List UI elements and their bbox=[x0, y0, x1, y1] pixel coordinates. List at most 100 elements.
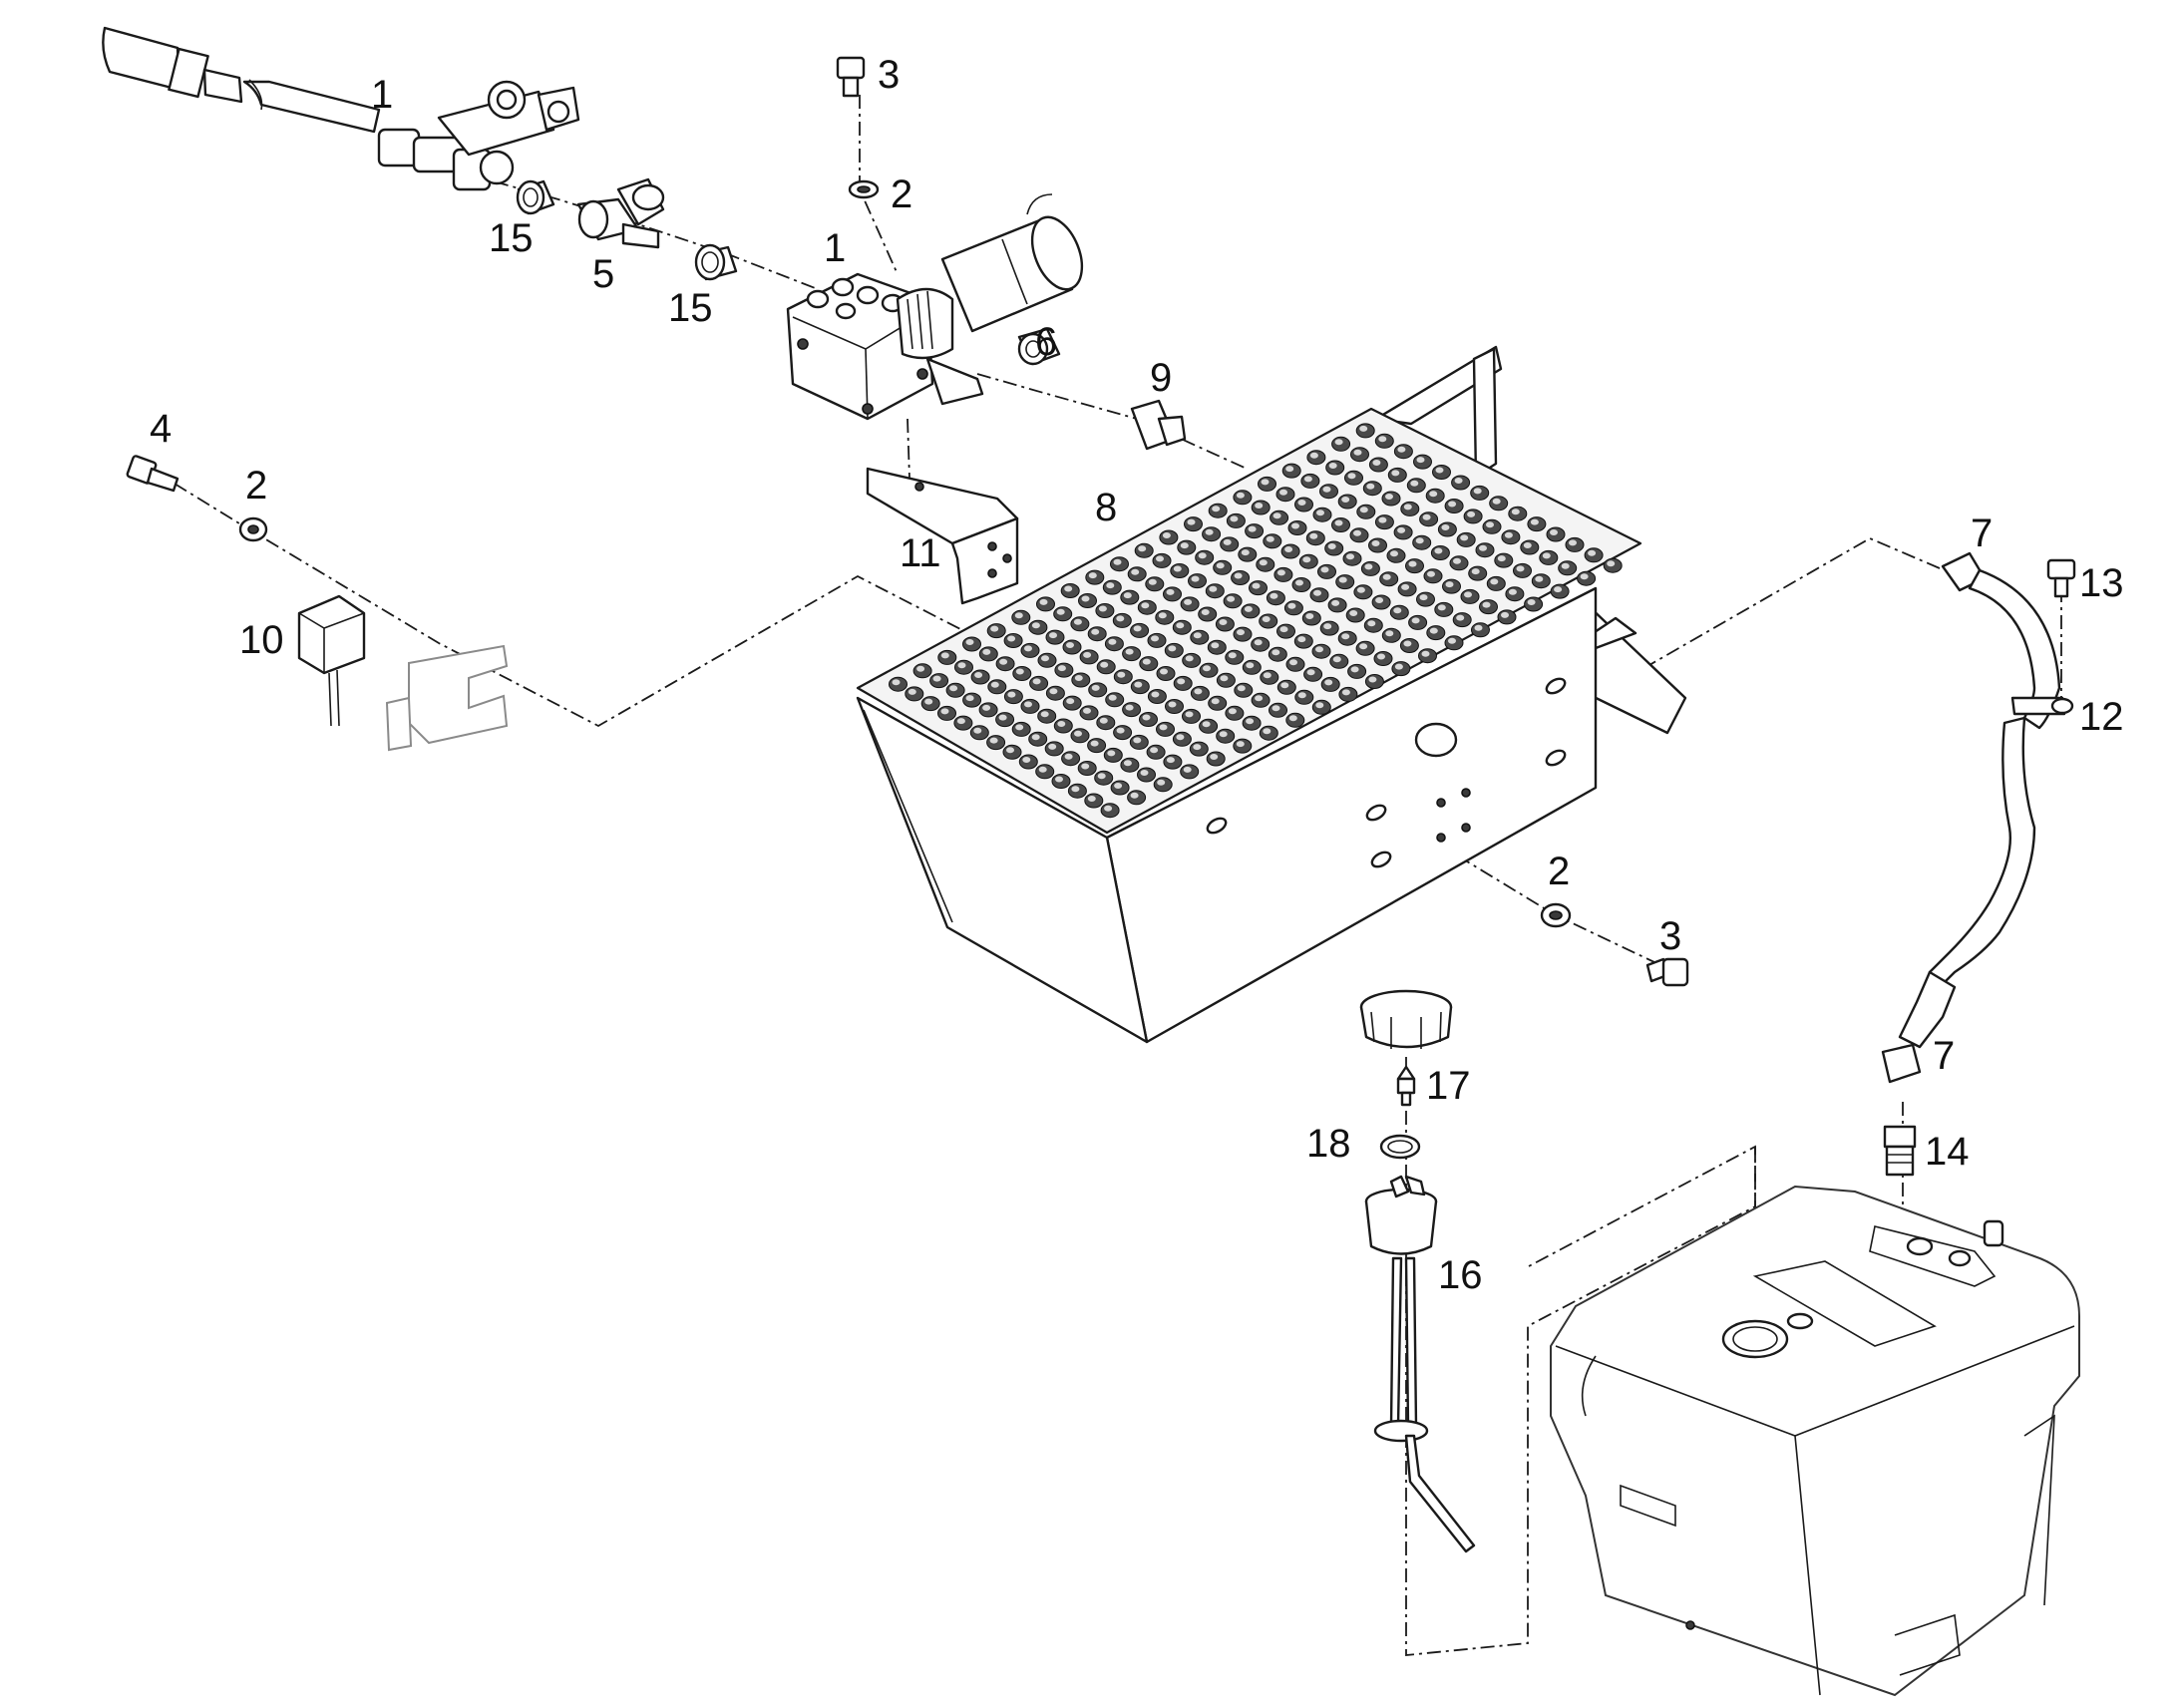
perforation-highlight bbox=[1230, 515, 1239, 522]
perforation-highlight bbox=[1511, 509, 1520, 515]
perforation-highlight bbox=[1315, 646, 1323, 653]
perforation-highlight bbox=[1375, 597, 1384, 603]
perforation-highlight bbox=[1091, 684, 1100, 691]
perforation-highlight bbox=[1359, 643, 1368, 650]
adapter-fitting-14 bbox=[1883, 1125, 1917, 1177]
perforation-highlight bbox=[1081, 595, 1090, 602]
perforation-highlight bbox=[1097, 773, 1106, 780]
perforation-highlight bbox=[1464, 591, 1472, 598]
perforation-highlight bbox=[1157, 779, 1166, 786]
perforation-highlight bbox=[1066, 698, 1075, 705]
perforation-highlight bbox=[1158, 612, 1167, 619]
perforation-highlight bbox=[1408, 560, 1417, 567]
callout-1-pump: 1 bbox=[824, 226, 846, 270]
perforation-highlight bbox=[1040, 711, 1049, 718]
perforation-highlight bbox=[1303, 476, 1312, 483]
perforation-highlight bbox=[1334, 519, 1343, 526]
perforation-highlight bbox=[1236, 492, 1245, 499]
perforation-highlight bbox=[1262, 616, 1271, 622]
perforation-highlight bbox=[1288, 715, 1297, 722]
perforation-highlight bbox=[1394, 663, 1403, 670]
perforation-highlight bbox=[1479, 544, 1487, 551]
callout-7-hose-top: 7 bbox=[1971, 512, 1993, 555]
perforation-highlight bbox=[1173, 565, 1182, 572]
perforation-highlight bbox=[1421, 650, 1430, 657]
perforation-highlight bbox=[1401, 583, 1410, 590]
perforation-highlight bbox=[1123, 592, 1132, 599]
perforation-highlight bbox=[1456, 614, 1465, 621]
perforation-highlight bbox=[1074, 675, 1083, 681]
perforation-highlight bbox=[982, 704, 991, 711]
perforation-highlight bbox=[949, 685, 958, 692]
perforation-highlight bbox=[1378, 516, 1387, 523]
callout-17-vent-valve: 17 bbox=[1426, 1064, 1471, 1108]
bolt-3-top bbox=[836, 56, 866, 98]
perforation-highlight bbox=[1150, 747, 1159, 754]
perforation-highlight bbox=[1252, 582, 1261, 589]
washer-2-top bbox=[848, 179, 880, 199]
perforation-highlight bbox=[1371, 540, 1380, 546]
hose-assembly bbox=[102, 26, 580, 191]
perforation-highlight bbox=[1437, 604, 1446, 611]
perforation-highlight bbox=[1346, 553, 1354, 560]
callout-labels: 1 3 2 15 5 15 1 6 9 4 2 8 11 10 7 13 12 … bbox=[150, 53, 2124, 1297]
callout-3-right-bolt: 3 bbox=[1659, 914, 1681, 958]
perforation-highlight bbox=[1324, 679, 1333, 686]
perforation-highlight bbox=[1211, 698, 1220, 705]
perforation-highlight bbox=[916, 665, 925, 672]
perforation-highlight bbox=[1039, 598, 1048, 605]
perforation-highlight bbox=[1368, 676, 1377, 683]
perforation-highlight bbox=[1313, 589, 1321, 596]
perforation-highlight bbox=[1048, 743, 1057, 750]
perforation-highlight bbox=[1104, 805, 1113, 812]
perforation-highlight bbox=[1185, 655, 1194, 662]
perforation-highlight bbox=[1234, 572, 1243, 579]
perforation-highlight bbox=[1429, 491, 1438, 498]
sensor-bracket-faint bbox=[385, 644, 509, 752]
perforation-highlight bbox=[1041, 655, 1049, 662]
perforation-highlight bbox=[1083, 651, 1092, 658]
perforation-highlight bbox=[1305, 613, 1314, 619]
perforation-highlight bbox=[1285, 466, 1294, 473]
mounting-bracket-11 bbox=[866, 467, 1019, 605]
perforation-highlight bbox=[1435, 467, 1444, 474]
perforation-highlight bbox=[1403, 640, 1412, 647]
perforation-highlight bbox=[1073, 618, 1082, 625]
perforation-highlight bbox=[1108, 694, 1117, 701]
perforation-highlight bbox=[1162, 532, 1171, 538]
perforation-highlight bbox=[965, 639, 974, 645]
perforation-highlight bbox=[1272, 512, 1281, 519]
perforation-highlight bbox=[1497, 555, 1506, 562]
perforation-highlight bbox=[1007, 691, 1016, 698]
perforation-highlight bbox=[1353, 529, 1361, 536]
perforation-highlight bbox=[1367, 620, 1376, 627]
perforation-highlight bbox=[1081, 763, 1090, 770]
perforation-highlight bbox=[1309, 452, 1318, 459]
perforation-highlight bbox=[990, 681, 999, 688]
perforation-highlight bbox=[1205, 528, 1214, 535]
pump-ports bbox=[806, 277, 905, 320]
perforation-highlight bbox=[1148, 578, 1157, 585]
perforation-highlight bbox=[1151, 635, 1159, 642]
perforation-highlight bbox=[1107, 750, 1116, 757]
callout-16-level-sender: 16 bbox=[1438, 1253, 1483, 1297]
perforation-highlight bbox=[1255, 503, 1264, 509]
perforation-highlight bbox=[1244, 605, 1253, 612]
perforation-highlight bbox=[1276, 569, 1285, 576]
perforation-highlight bbox=[1501, 611, 1509, 618]
perforation-highlight bbox=[1350, 666, 1359, 673]
perforation-highlight bbox=[1527, 599, 1536, 605]
perforation-highlight bbox=[1220, 675, 1229, 682]
filler-cap-ring bbox=[1359, 989, 1453, 1049]
perforation-highlight bbox=[1284, 546, 1293, 552]
perforation-highlight bbox=[1125, 648, 1134, 655]
perforation-highlight bbox=[1015, 724, 1024, 731]
perforation-highlight bbox=[1024, 645, 1032, 652]
perforation-highlight bbox=[1133, 737, 1142, 744]
perforation-highlight bbox=[1341, 497, 1350, 503]
callout-18-o-ring: 18 bbox=[1306, 1122, 1351, 1166]
perforation-highlight bbox=[1049, 632, 1057, 639]
hose-7 bbox=[1881, 551, 2061, 1084]
perforation-highlight bbox=[1445, 581, 1454, 588]
